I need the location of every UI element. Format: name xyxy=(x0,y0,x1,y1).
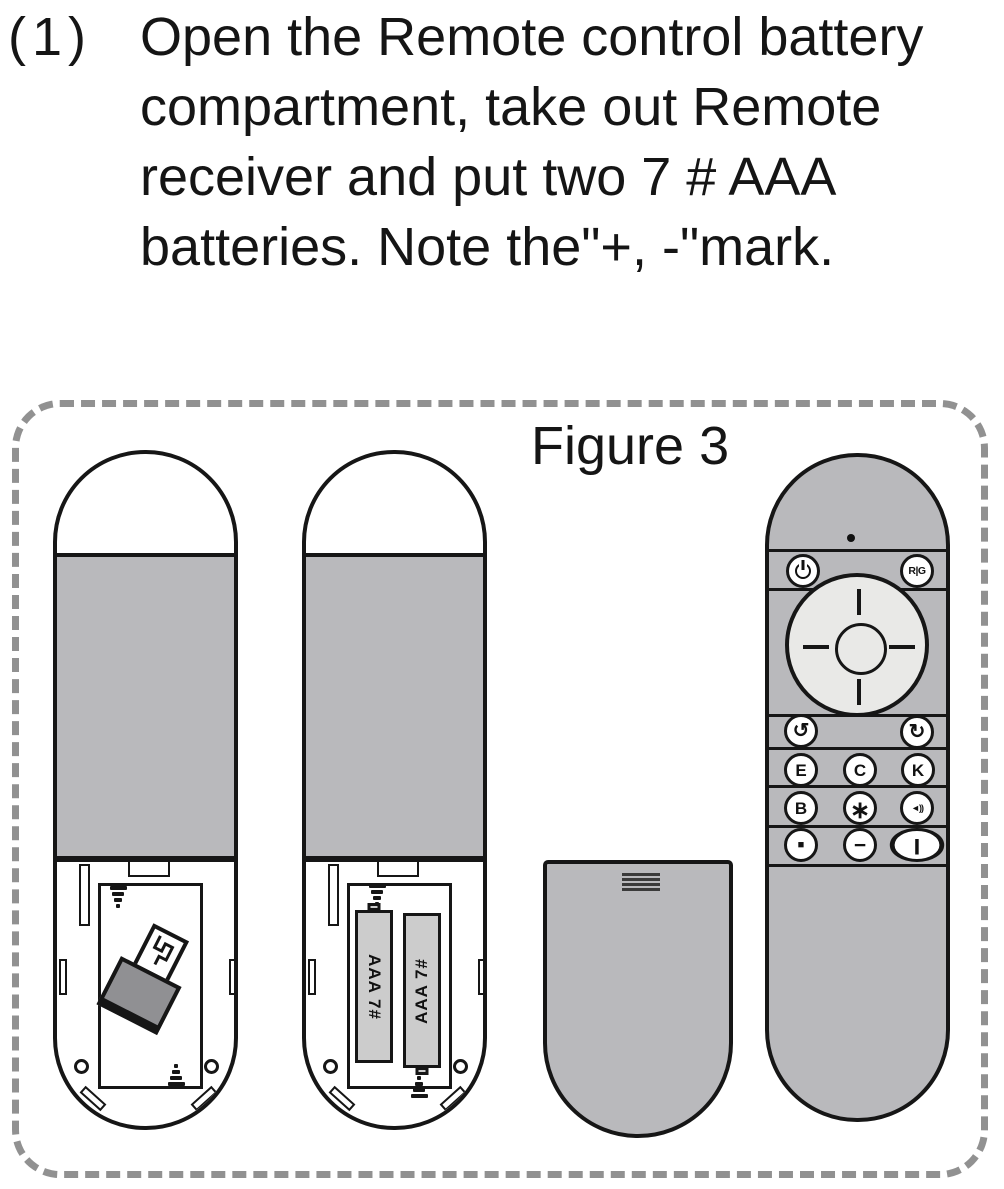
side-latch-slot xyxy=(478,959,483,995)
aaa-battery-right: AAA 7# xyxy=(403,913,441,1075)
battery-label: AAA 7# xyxy=(412,957,431,1024)
panel-divider xyxy=(769,825,946,828)
remote-front: R|G ↺ ↻ E C K B ∗ ◄)) ■ − | xyxy=(765,453,950,1122)
instruction-text: Open the Remote control battery xyxy=(140,7,924,67)
instruction-paragraph: (1) Open the Remote control battery compa… xyxy=(8,2,1000,282)
usb-connector xyxy=(131,923,190,985)
battery-spring-contact xyxy=(410,1076,428,1098)
side-latch-slot xyxy=(229,959,234,995)
volume-up-button: | xyxy=(889,828,945,862)
remote-back-with-receiver xyxy=(53,450,238,1130)
led-indicator xyxy=(847,534,855,542)
remote-upper-back-panel xyxy=(306,553,483,862)
settings-icon: ∗ xyxy=(843,791,877,825)
side-latch-slot xyxy=(59,959,67,995)
b-button: B xyxy=(784,791,818,825)
instruction-line-1: (1) Open the Remote control battery xyxy=(8,2,1000,72)
volume-down-button: − xyxy=(843,828,877,862)
bottom-latch-slot xyxy=(439,1085,467,1112)
mode-button: R|G xyxy=(900,554,934,588)
c-button: C xyxy=(843,753,877,787)
battery-spring-contact xyxy=(109,886,127,908)
power-button xyxy=(786,554,820,588)
cover-notch xyxy=(128,860,170,877)
cover-notch xyxy=(377,860,419,877)
dpad-left-mark xyxy=(803,645,829,649)
k-button: K xyxy=(901,753,935,787)
back-button: ↺ xyxy=(784,714,818,748)
instruction-line-3: receiver and put two 7 # AAA xyxy=(140,147,837,207)
screw-hole xyxy=(74,1059,89,1074)
dpad-right-mark xyxy=(889,645,915,649)
instruction-line-2: compartment, take out Remote xyxy=(140,77,882,137)
battery-spring-contact xyxy=(167,1064,185,1086)
battery-label: AAA 7# xyxy=(365,953,384,1020)
volume-icon: ◄)) xyxy=(900,791,934,825)
figure-caption: Figure 3 xyxy=(531,416,730,476)
menu-button: E xyxy=(784,753,818,787)
step-number: (1) xyxy=(8,7,92,67)
bottom-latch-slot xyxy=(190,1085,218,1112)
screw-hole xyxy=(204,1059,219,1074)
remote-upper-back-panel xyxy=(57,553,234,862)
stop-button: ■ xyxy=(784,828,818,862)
panel-divider xyxy=(769,864,946,867)
dpad-up-mark xyxy=(857,589,861,615)
latch-slot xyxy=(328,864,339,926)
cover-grip-lines xyxy=(622,873,660,891)
ok-button xyxy=(835,623,887,675)
panel-divider xyxy=(769,747,946,750)
bottom-latch-slot xyxy=(79,1085,107,1112)
battery-positive-terminal xyxy=(415,1067,429,1075)
battery-cover xyxy=(543,860,733,1138)
latch-slot xyxy=(79,864,90,926)
panel-divider xyxy=(769,549,946,552)
usb-receiver-dongle xyxy=(96,917,201,1036)
aaa-battery-left: AAA 7# xyxy=(355,903,393,1063)
remote-back-with-batteries: AAA 7# AAA 7# xyxy=(302,450,487,1130)
instruction-line-4: batteries. Note the"+, -"mark. xyxy=(140,217,835,277)
power-icon xyxy=(795,563,811,579)
usb-contact-zigzag xyxy=(152,935,175,966)
battery-positive-terminal xyxy=(367,903,381,911)
screw-hole xyxy=(453,1059,468,1074)
screw-hole xyxy=(323,1059,338,1074)
side-latch-slot xyxy=(308,959,316,995)
bottom-latch-slot xyxy=(328,1085,356,1112)
figure-3-box: Figure 3 xyxy=(12,400,988,1178)
dpad-down-mark xyxy=(857,679,861,705)
refresh-button: ↻ xyxy=(900,715,934,749)
